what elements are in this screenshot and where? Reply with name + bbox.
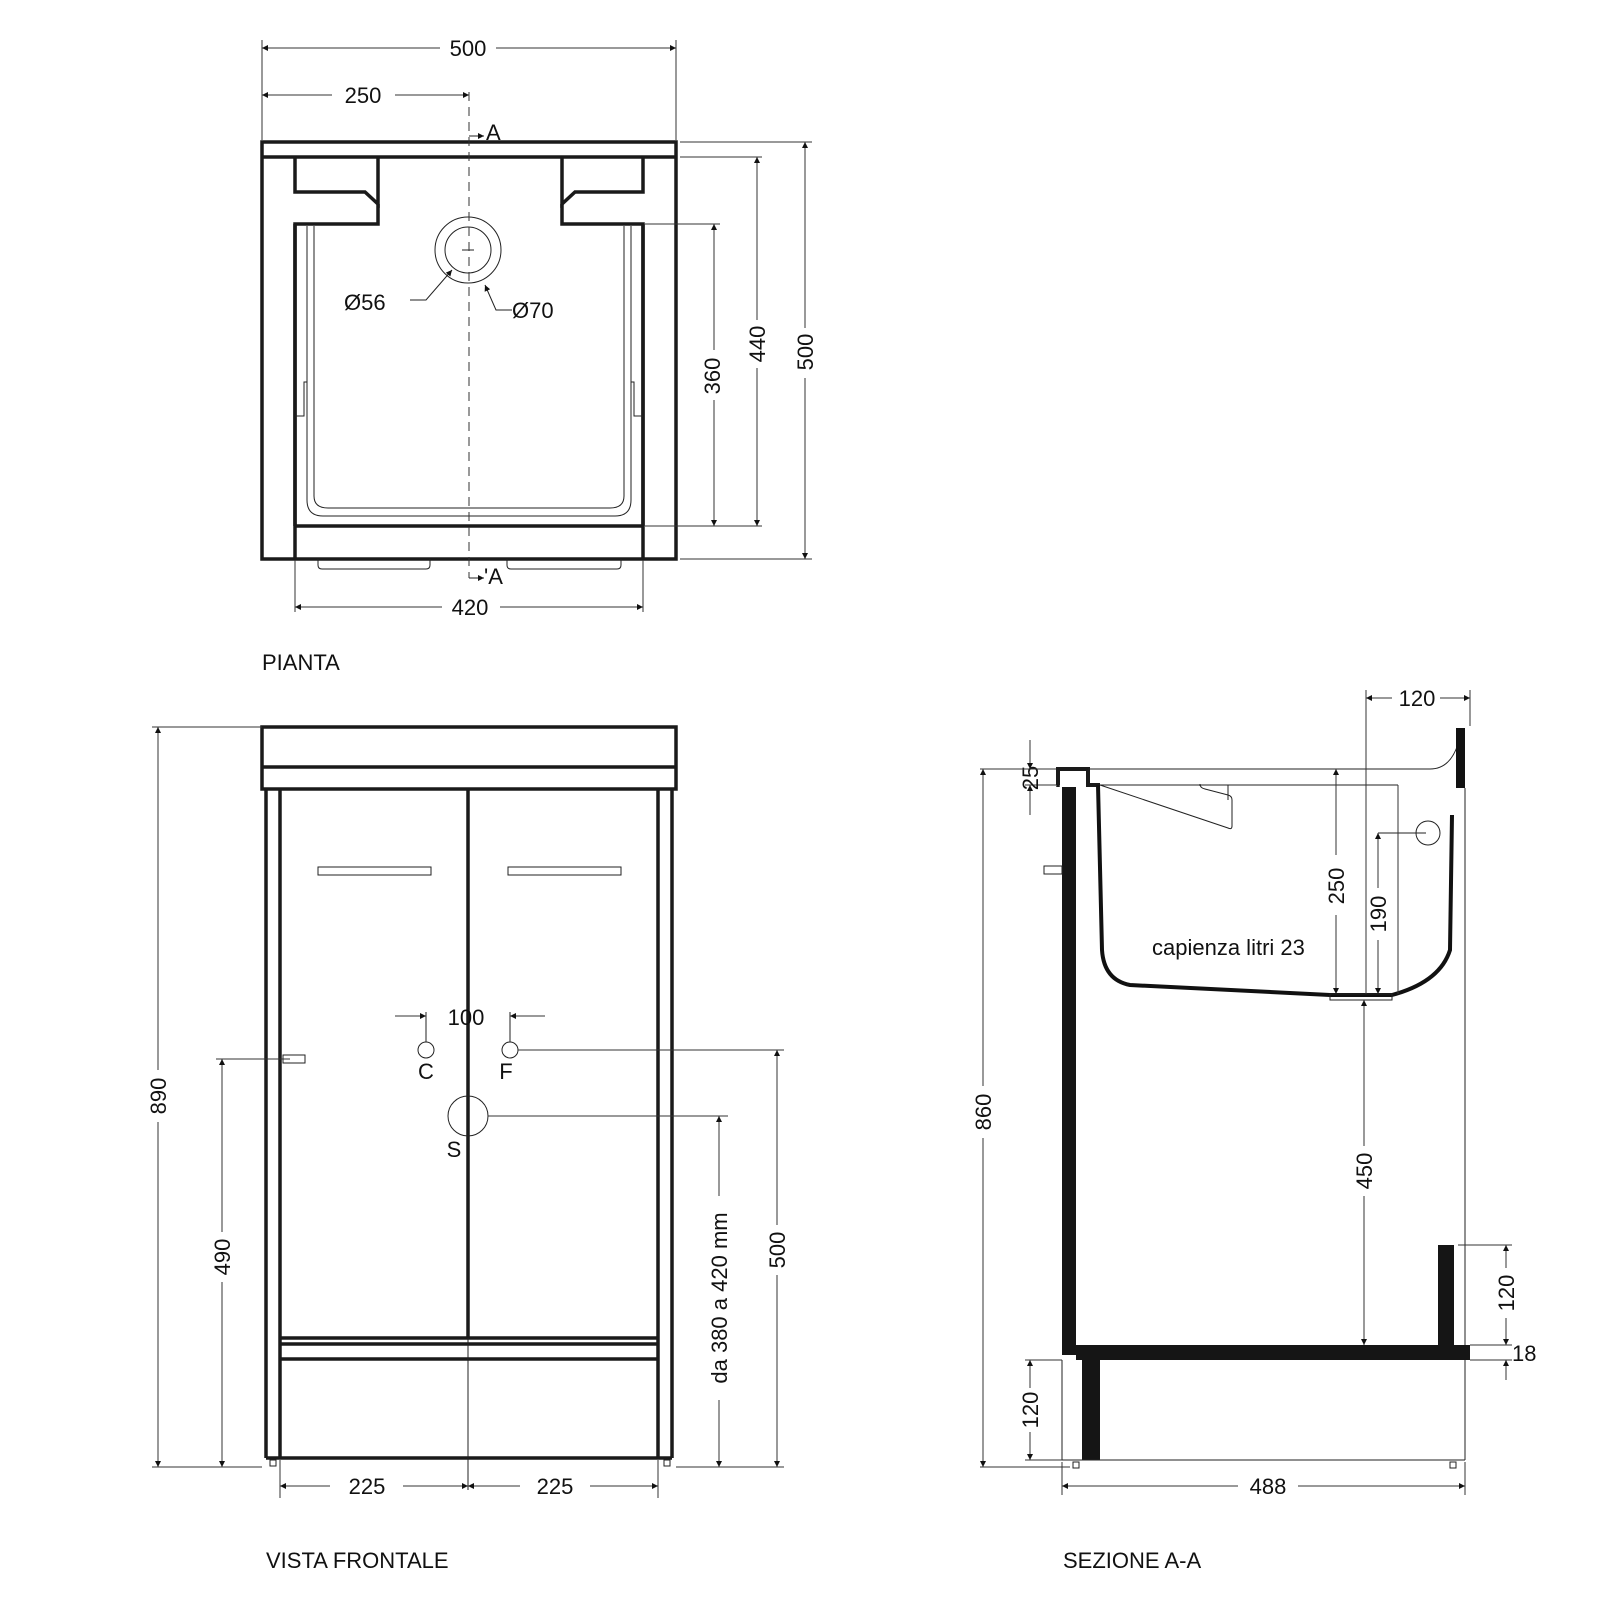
dim-drain-inner: Ø56 bbox=[344, 290, 386, 315]
dim-basin-height: 250 bbox=[1324, 868, 1349, 905]
dim-overall-width: 500 bbox=[450, 36, 487, 61]
right-door-handle bbox=[507, 866, 622, 876]
section-mark-top: A bbox=[486, 120, 501, 145]
capacity-note: capienza litri 23 bbox=[1152, 935, 1305, 960]
drain-inner-circle bbox=[444, 226, 492, 274]
dim-clearance: 450 bbox=[1352, 1153, 1377, 1190]
dim-section-height: 860 bbox=[971, 1094, 996, 1131]
plan-caption: PIANTA bbox=[262, 650, 340, 675]
dim-overflow: 190 bbox=[1366, 896, 1391, 933]
dim-supply-height: 500 bbox=[765, 1232, 790, 1269]
dim-left-door: 225 bbox=[349, 1474, 386, 1499]
dim-back-panel: 120 bbox=[1494, 1275, 1519, 1312]
left-door-handle bbox=[317, 866, 432, 876]
dim-plinth: 120 bbox=[1018, 1392, 1043, 1429]
dim-section-depth: 488 bbox=[1250, 1474, 1287, 1499]
drain-outer-circle bbox=[434, 216, 502, 284]
dim-half-width: 250 bbox=[345, 83, 382, 108]
section-view: 120 25 250 190 capienza litri 23 860 450 bbox=[971, 686, 1536, 1573]
dim-shelf: 18 bbox=[1512, 1341, 1536, 1366]
hot-label: C bbox=[418, 1059, 434, 1084]
cold-label: F bbox=[499, 1059, 512, 1084]
plan-view: A 'A 500 250 420 360 440 500 bbox=[260, 36, 818, 675]
drain-label: S bbox=[447, 1137, 462, 1162]
dim-overflow-height: 490 bbox=[210, 1239, 235, 1276]
dim-supply-spacing: 100 bbox=[448, 1005, 485, 1030]
dim-inner-depth: 440 bbox=[745, 326, 770, 363]
dim-inner-width: 420 bbox=[452, 595, 489, 620]
dim-basin-depth: 360 bbox=[700, 358, 725, 395]
front-view: C F S 100 890 490 da 380 a 420 mm 500 bbox=[146, 725, 790, 1573]
dim-total-height: 890 bbox=[146, 1078, 171, 1115]
hot-water-inlet bbox=[417, 1041, 435, 1059]
dim-drain-outer: Ø70 bbox=[512, 298, 554, 323]
cold-water-inlet bbox=[501, 1041, 519, 1059]
dim-back-offset: 120 bbox=[1399, 686, 1436, 711]
section-mark-bottom: 'A bbox=[484, 564, 503, 589]
front-caption: VISTA FRONTALE bbox=[266, 1548, 449, 1573]
dim-right-door: 225 bbox=[537, 1474, 574, 1499]
section-caption: SEZIONE A-A bbox=[1063, 1548, 1201, 1573]
dim-overall-depth: 500 bbox=[793, 334, 818, 371]
dim-drain-height: da 380 a 420 mm bbox=[707, 1212, 732, 1383]
dim-rim: 25 bbox=[1018, 766, 1043, 790]
